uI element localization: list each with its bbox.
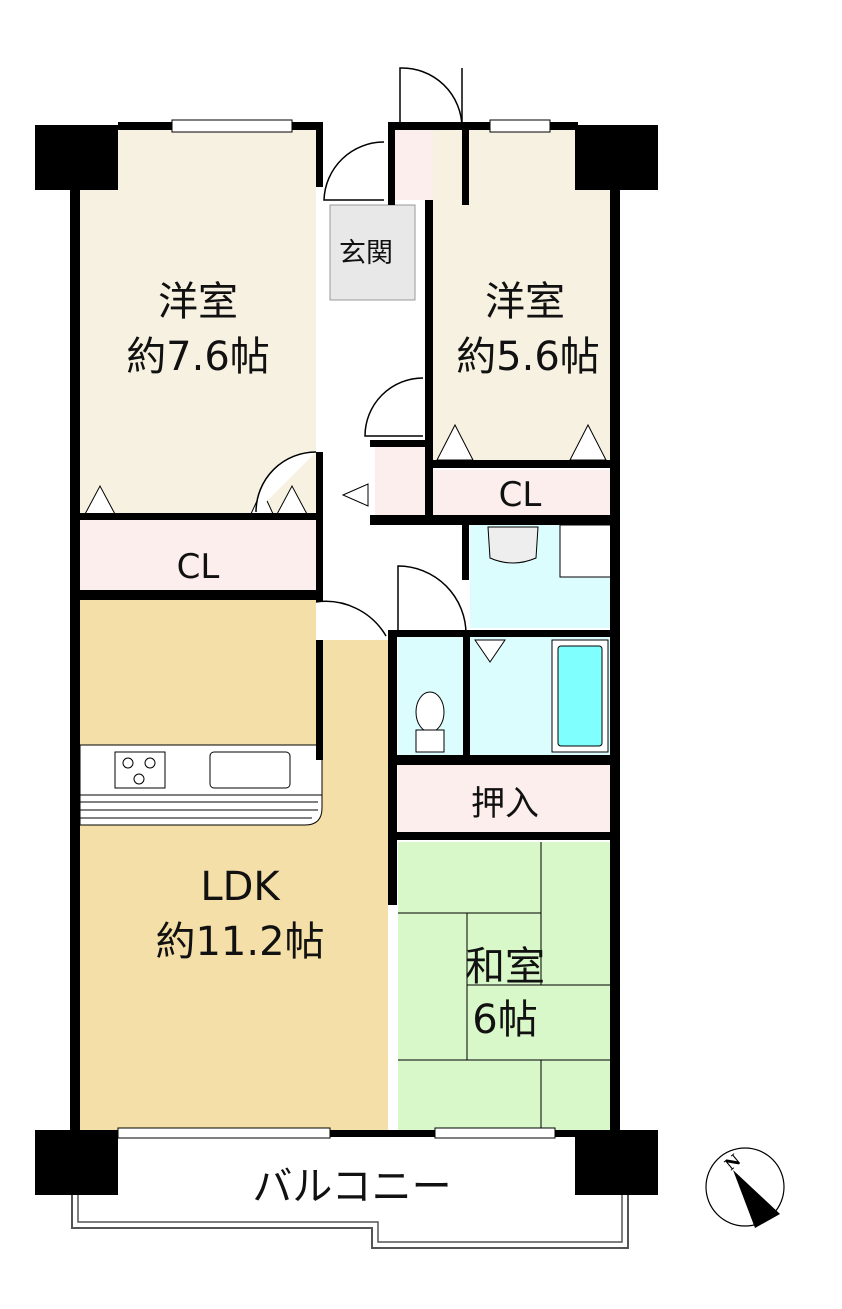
balcony-label: バルコニー bbox=[252, 1164, 451, 1210]
bathtub bbox=[557, 645, 603, 747]
sink-icon bbox=[209, 751, 291, 789]
japanese-room-size: 6帖 bbox=[472, 997, 537, 1043]
balcony-rail bbox=[77, 1190, 623, 1243]
stove-icon bbox=[114, 751, 166, 789]
western-room-2-size: 約5.6帖 bbox=[456, 334, 600, 380]
entrance-label: 玄関 bbox=[339, 238, 393, 269]
oshiire-label: 押入 bbox=[471, 784, 539, 824]
western-room-1 bbox=[80, 130, 316, 518]
closet-1 bbox=[80, 520, 316, 590]
ldk-size: 約11.2帖 bbox=[155, 919, 324, 965]
closet-2 bbox=[433, 470, 611, 515]
toilet-icon bbox=[415, 691, 445, 733]
ldk-name: LDK bbox=[200, 864, 281, 910]
kitchen-lines bbox=[80, 801, 318, 819]
japanese-room-name: 和室 bbox=[465, 944, 545, 990]
oshiire bbox=[398, 765, 612, 835]
ldk-room bbox=[80, 600, 388, 1132]
western-room-2-name: 洋室 bbox=[485, 279, 565, 325]
closet-2-label: CL bbox=[499, 475, 542, 515]
walls bbox=[35, 119, 658, 1195]
western-room-1-size: 約7.6帖 bbox=[126, 334, 270, 380]
washbasin-icon bbox=[487, 526, 539, 564]
toilet-tank bbox=[415, 729, 445, 753]
compass-icon: N bbox=[705, 1147, 785, 1228]
western-room-1-name: 洋室 bbox=[158, 279, 238, 325]
washing-machine-space bbox=[559, 524, 613, 578]
closet-1-label: CL bbox=[177, 547, 220, 587]
japanese-room bbox=[398, 842, 612, 1132]
balcony-outline bbox=[71, 1190, 629, 1249]
door-swings bbox=[255, 67, 467, 637]
entrance bbox=[329, 204, 416, 301]
hall-storage bbox=[375, 445, 425, 517]
tatami-lines bbox=[398, 842, 612, 1132]
